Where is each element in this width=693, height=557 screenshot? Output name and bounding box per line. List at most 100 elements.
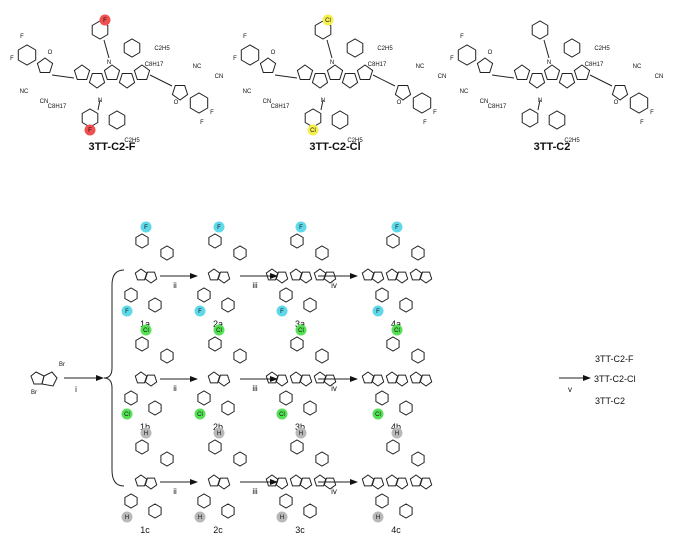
aryl-ring — [279, 287, 293, 303]
highlight-atom-label: F — [217, 225, 221, 231]
cyclopentene-ring — [394, 85, 412, 101]
oxygen-label: O — [488, 50, 493, 56]
compound-number-4b: 4b — [391, 422, 401, 432]
highlight-atom-label: Cl — [216, 328, 222, 334]
aryl-ring — [303, 297, 317, 313]
nitrogen-label: N — [547, 60, 551, 66]
nitrile-label: CN — [438, 74, 447, 80]
substituent-highlight — [372, 511, 384, 523]
highlight-atom-label: H — [217, 431, 221, 437]
thiophene-ring — [144, 477, 158, 490]
ethyl-label: C2H5 — [124, 138, 140, 144]
thiophene-ring — [275, 374, 289, 387]
compound-4c: HH — [361, 427, 433, 523]
nitrogen-label: N — [107, 60, 111, 66]
fluorine-label: F — [210, 110, 214, 116]
compound-number-1a: 1a — [140, 319, 150, 329]
aryl-ring — [135, 439, 149, 455]
nitrile-label: CN — [480, 99, 489, 105]
target-label-cl: 3TT-C2-Cl — [309, 141, 360, 153]
benzene-ring — [240, 44, 260, 66]
thiophene-ring — [311, 73, 329, 89]
fluorine-label: F — [640, 120, 644, 126]
aryl-ring — [124, 390, 138, 406]
substituent-highlight — [295, 221, 307, 233]
nitrogen-label: N — [330, 60, 334, 66]
thiophene-ring — [103, 64, 121, 80]
aryl-ring — [124, 493, 138, 509]
highlight-atom-label: H — [144, 431, 148, 437]
benzene-ring — [412, 92, 432, 114]
highlight-atom-label: H — [299, 431, 303, 437]
reagent-label-iii: iii — [252, 487, 258, 496]
fluorine-label: F — [10, 56, 14, 62]
arrowhead — [270, 273, 278, 279]
substituent-highlight — [140, 427, 152, 439]
benzene-ring — [629, 92, 649, 114]
bond — [372, 74, 396, 87]
aryl-ring — [279, 493, 293, 509]
thiophene-ring — [419, 477, 433, 490]
thiophene-ring — [118, 73, 136, 89]
bromine-label: Br — [31, 390, 37, 396]
highlight-atom-label: Cl — [279, 412, 285, 418]
thiophene-ring — [558, 73, 576, 89]
reagent-label-ii: ii — [173, 487, 177, 496]
highlight-atom-label: Cl — [325, 18, 331, 24]
nitrile-label: NC — [416, 64, 425, 70]
substituent-highlight — [121, 408, 133, 420]
aryl-ring — [124, 287, 138, 303]
target-label-h: 3TT-C2 — [534, 141, 571, 153]
fluorine-label: F — [450, 56, 454, 62]
bromine-label: Br — [59, 362, 65, 368]
substituent-highlight — [121, 511, 133, 523]
thiophene-ring — [385, 371, 399, 384]
aryl-ring — [399, 400, 413, 416]
thiophene-ring — [134, 474, 148, 487]
aryl-ring — [563, 38, 581, 58]
compound-number-3a: 3a — [295, 319, 305, 329]
thiophene-ring — [144, 271, 158, 284]
compound-4a: FF — [361, 221, 433, 317]
aryl-ring — [315, 245, 329, 261]
aryl-ring — [221, 503, 235, 519]
highlight-atom-label: F — [144, 225, 148, 231]
substituent-highlight — [121, 305, 133, 317]
highlight-atom-label: F — [395, 225, 399, 231]
aryl-ring — [521, 108, 539, 128]
substituent-highlight — [194, 305, 206, 317]
reagent-label-v: v — [568, 385, 572, 394]
benzene-ring — [457, 44, 477, 66]
substituent-highlight — [372, 305, 384, 317]
substituent-highlight — [276, 305, 288, 317]
aryl-ring — [304, 108, 322, 128]
compound-number-2b: 2b — [213, 422, 223, 432]
bond — [149, 74, 173, 87]
thiophene-ring — [371, 374, 385, 387]
aryl-ring — [375, 390, 389, 406]
aryl-ring — [386, 233, 400, 249]
thiophene-ring — [513, 64, 531, 80]
highlight-atom-label: F — [299, 225, 303, 231]
nitrogen-label: N — [538, 98, 542, 104]
thiophene-ring — [313, 268, 327, 281]
bond — [320, 99, 324, 111]
compound-1a: FF — [121, 221, 174, 317]
aryl-ring — [233, 245, 247, 261]
cyclopentene-ring — [611, 85, 629, 101]
substituent-highlight — [391, 324, 403, 336]
bond — [543, 39, 550, 59]
substituent-highlight — [295, 324, 307, 336]
nitrile-label: CN — [215, 74, 224, 80]
fluorine-label: F — [433, 110, 437, 116]
aryl-ring — [375, 287, 389, 303]
thiophene-ring — [573, 64, 591, 80]
fluorine-label: F — [460, 34, 464, 40]
aryl-ring — [197, 390, 211, 406]
cyclopentene-ring — [476, 57, 494, 73]
thiophene-ring — [371, 477, 385, 490]
fluorine-label: F — [243, 34, 247, 40]
aryl-ring — [411, 348, 425, 364]
